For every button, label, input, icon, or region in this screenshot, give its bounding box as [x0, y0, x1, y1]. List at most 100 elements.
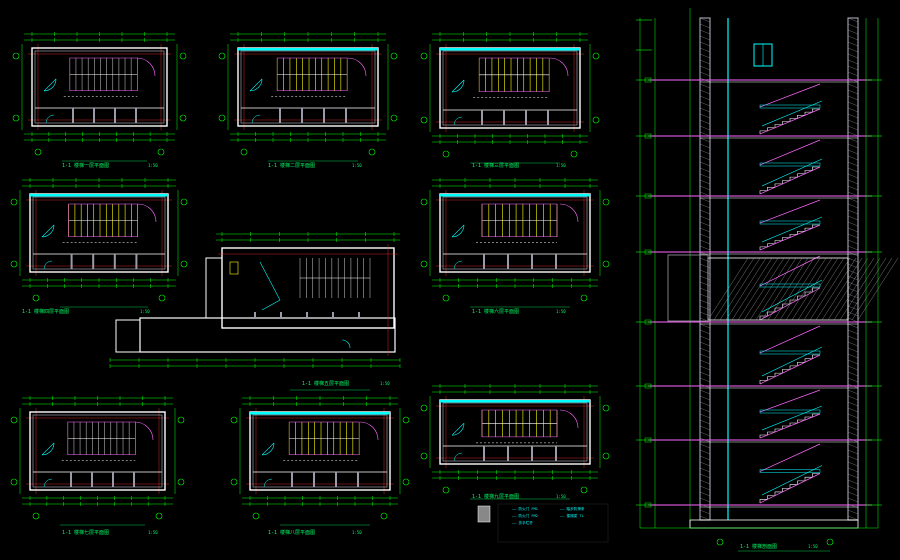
door-leaf — [261, 442, 275, 456]
wall-hatch — [847, 443, 859, 449]
wall-hatch — [847, 215, 859, 221]
plan-scale-1: 1:50 — [148, 163, 158, 168]
wall-hatch — [699, 173, 711, 179]
column — [114, 108, 116, 123]
section-hatch — [839, 257, 881, 321]
wall-hatch — [699, 335, 711, 341]
column — [254, 312, 256, 318]
section-hatch — [773, 257, 815, 321]
axis-bubble — [390, 52, 398, 60]
outer-wall — [31, 47, 168, 127]
stair-stringer — [759, 473, 821, 504]
door-leaf — [41, 442, 55, 456]
axis-bubble — [10, 478, 18, 486]
wall-hatch — [847, 455, 859, 461]
axis-bubble — [218, 114, 226, 122]
wall-hatch — [699, 203, 711, 209]
plan-title-9: 1-1 楼梯九层平面图 — [472, 493, 519, 500]
wall-hatch — [699, 407, 711, 413]
wall-hatch — [699, 161, 711, 167]
axis-bubble — [602, 452, 610, 460]
door-swing — [41, 224, 55, 238]
wall-hatch — [699, 389, 711, 395]
axis-bubble — [10, 198, 18, 206]
section-hatch — [761, 257, 803, 321]
door-swing — [43, 78, 57, 92]
door-leaf — [451, 422, 465, 436]
wall-hatch — [847, 41, 859, 47]
plan-title-2: 1-1 楼梯二层平面图 — [268, 162, 315, 169]
landing-curve — [347, 57, 367, 77]
wall-hatch — [699, 35, 711, 41]
stair-stringer — [759, 255, 821, 287]
wall-hatch — [699, 515, 711, 521]
axis-bubble — [252, 512, 260, 520]
stair-well — [481, 203, 558, 238]
column — [358, 312, 360, 318]
legend-row-4: —— 踏步防滑条 — [560, 506, 585, 511]
entry-room — [205, 257, 223, 319]
axis-bubble — [602, 198, 610, 206]
axis-bubble — [380, 512, 388, 520]
landing — [759, 162, 821, 167]
plan-scale-2: 1:50 — [352, 163, 362, 168]
plan-6 — [420, 178, 610, 308]
plan-scale-4: 1:50 — [140, 309, 150, 314]
door-swing — [251, 114, 261, 124]
section-hatch — [857, 257, 899, 321]
landing-curve — [359, 421, 379, 441]
landing — [759, 104, 821, 109]
landing — [759, 283, 821, 288]
column — [555, 446, 557, 461]
section-hatch — [707, 257, 749, 321]
wall-hatch — [699, 227, 711, 233]
axis-bubble — [179, 52, 187, 60]
wall-hatch — [847, 473, 859, 479]
wall-hatch — [699, 131, 711, 137]
axis-bubble — [580, 294, 588, 302]
elevation-box — [644, 437, 652, 443]
wall-hatch — [699, 425, 711, 431]
wall-hatch — [699, 371, 711, 377]
stair-well — [68, 203, 138, 238]
column — [112, 472, 114, 487]
elevation-box — [644, 77, 652, 83]
wall-hatch — [847, 167, 859, 173]
section-hatch — [803, 257, 845, 321]
wall-hatch — [699, 143, 711, 149]
axis-bubble — [390, 114, 398, 122]
door-leaf — [249, 78, 263, 92]
wall-hatch — [847, 113, 859, 119]
wall-hatch — [699, 341, 711, 347]
elevation-box — [644, 193, 652, 199]
wall-hatch — [847, 305, 859, 311]
wall-hatch — [847, 395, 859, 401]
wall-hatch — [847, 419, 859, 425]
section-scale: 1:50 — [808, 544, 818, 549]
axis-bubble — [716, 538, 724, 546]
wall-hatch — [847, 491, 859, 497]
axis-bubble — [592, 116, 600, 124]
plan-titles: 1-1 楼梯一层平面图 1-1 楼梯二层平面图 1-1 楼梯三层平面图 1-1 … — [22, 162, 519, 536]
canopy — [667, 254, 709, 322]
elevation-box — [644, 502, 652, 508]
window-band — [440, 400, 590, 403]
column — [113, 254, 116, 269]
wall-hatch — [699, 509, 711, 515]
wall-hatch — [699, 479, 711, 485]
wall-hatch — [699, 395, 711, 401]
column — [507, 446, 509, 461]
section-hatch — [737, 257, 779, 321]
axis-bubble — [12, 114, 20, 122]
wall-hatch — [699, 17, 711, 23]
wall-hatch — [847, 119, 859, 125]
wall-hatch — [847, 413, 859, 419]
plan-scale-5: 1:50 — [380, 381, 390, 386]
plan-title-8: 1-1 楼梯八层平面图 — [268, 529, 315, 536]
wall-hatch — [847, 47, 859, 53]
wall-hatch — [847, 329, 859, 335]
plan-7 — [10, 396, 185, 526]
stair-stringer — [759, 166, 821, 195]
wall-hatch — [699, 95, 711, 101]
column — [301, 108, 303, 123]
